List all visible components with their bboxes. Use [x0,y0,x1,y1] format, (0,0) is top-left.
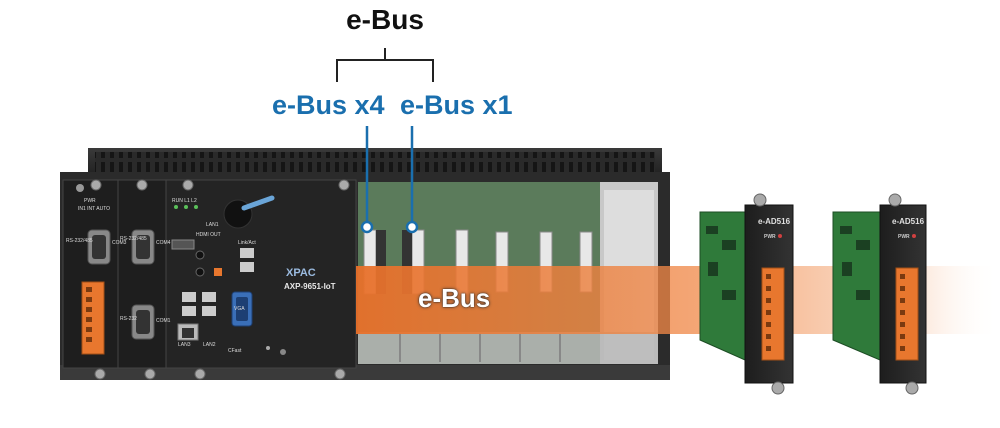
panel-label-cfast: CFast [228,348,242,354]
panel-label-rs232c: RS-232 [120,316,137,322]
panel-label-lan3: LAN3 [178,342,191,348]
ebus-x4-label: e-Bus x4 [272,90,385,120]
chassis-bottom [60,365,670,380]
module-1-pwr: PWR [764,234,776,240]
chassis-top [88,148,662,178]
module-2-name: e-AD516 [892,217,925,226]
brand-logo: XPAC [286,267,316,279]
ebus-band-label: e-Bus [418,283,491,313]
panel-label-rs232a: RS-232/485 [66,238,93,244]
pointer-x4 [360,126,374,234]
module-1-name: e-AD516 [758,217,791,226]
panel-label-com3: COM3 [112,240,127,246]
panel-label-com1: COM1 [156,318,171,324]
panel-label-dip: IN1 INT AUTO [78,206,110,212]
panel-label-run: RUN L1 L2 [172,198,197,204]
bracket [336,48,434,82]
module-2-pwr: PWR [898,234,910,240]
left-panel: XPAC AXP-9651-IoT PWR IN1 INT AUTO RUN L… [62,179,357,380]
io-module-1: e-AD516 PWR [699,193,794,395]
model-label: AXP-9651-IoT [284,282,336,291]
panel-label-lan1: LAN1 [206,222,219,228]
panel-label-hdmi: HDMI OUT [196,232,221,238]
panel-label-lan2: LAN2 [203,342,216,348]
panel-label-link: Link/Act [238,240,256,246]
pointer-x1 [405,126,419,234]
panel-label-com4: COM4 [156,240,171,246]
io-module-2: e-AD516 PWR [832,193,927,395]
panel-label-vga: VGA [234,306,245,312]
panel-label-pwr: PWR [84,198,96,204]
ebus-x1-label: e-Bus x1 [400,90,513,120]
panel-label-rs232b: RS-232/485 [120,236,147,242]
diagram-title: e-Bus [346,4,424,35]
